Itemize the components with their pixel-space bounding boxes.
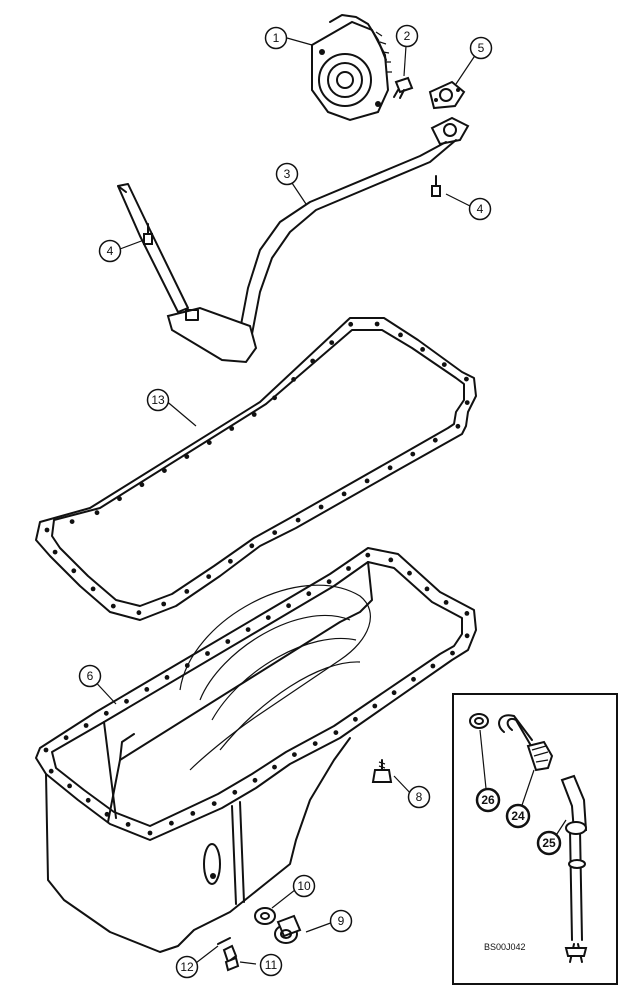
callout-24: 24 — [505, 803, 531, 829]
svg-text:9: 9 — [338, 914, 345, 928]
dipstick-tube — [560, 774, 588, 963]
svg-text:4: 4 — [107, 244, 114, 258]
callout-12: 12 — [175, 955, 199, 979]
svg-text:13: 13 — [151, 393, 165, 407]
callout-3: 3 — [275, 162, 299, 186]
callout-6: 6 — [78, 664, 102, 688]
callout-5: 5 — [469, 36, 493, 60]
oil-pan — [35, 547, 477, 953]
svg-text:8: 8 — [416, 790, 423, 804]
dipstick-inset: BS00J042 — [452, 693, 618, 985]
bolt — [393, 76, 414, 99]
dipstick-washer — [469, 713, 489, 729]
svg-text:10: 10 — [297, 879, 311, 893]
oil-pickup-tube — [117, 116, 470, 364]
callout-13: 13 — [146, 388, 170, 412]
svg-text:2: 2 — [404, 29, 411, 43]
pin-12 — [217, 937, 231, 945]
callout-10: 10 — [292, 874, 316, 898]
callout-26: 26 — [475, 787, 501, 813]
bolt-8 — [371, 759, 393, 783]
callout-9: 9 — [329, 909, 353, 933]
svg-text:26: 26 — [481, 793, 495, 807]
callout-8: 8 — [407, 785, 431, 809]
pickup-gasket — [428, 80, 466, 110]
bolt-right — [431, 175, 441, 197]
svg-text:1: 1 — [273, 31, 280, 45]
svg-text:4: 4 — [477, 202, 484, 216]
callout-1: 1 — [264, 26, 288, 50]
callout-2: 2 — [395, 24, 419, 48]
svg-text:24: 24 — [511, 809, 525, 823]
oil-pump — [311, 14, 392, 122]
drain-plug — [274, 914, 302, 944]
callout-11: 11 — [259, 953, 283, 977]
callout-25: 25 — [536, 830, 562, 856]
callout-4-left: 4 — [98, 239, 122, 263]
svg-text:6: 6 — [87, 669, 94, 683]
svg-text:5: 5 — [478, 41, 485, 55]
bolt-left — [143, 223, 153, 245]
oil-pan-gasket — [35, 317, 477, 621]
svg-text:12: 12 — [180, 960, 194, 974]
svg-text:25: 25 — [542, 836, 556, 850]
fitting-11 — [222, 944, 240, 972]
dipstick-handle — [498, 714, 554, 772]
drain-plug-washer — [254, 907, 276, 925]
callout-4-right: 4 — [468, 197, 492, 221]
svg-text:11: 11 — [265, 958, 278, 972]
svg-text:3: 3 — [284, 167, 291, 181]
drawing-code: BS00J042 — [484, 942, 526, 952]
